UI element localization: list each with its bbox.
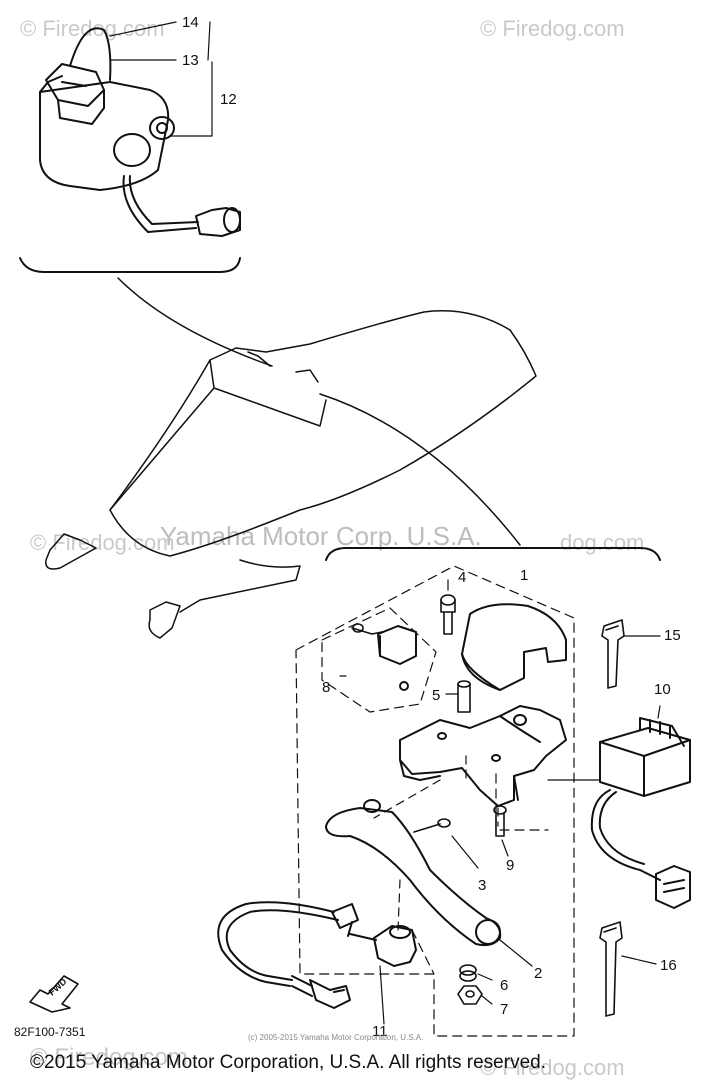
small-copyright: (c) 2005-2015 Yamaha Motor Corporation, … [248,1033,423,1042]
callout-4: 4 [458,569,466,586]
callout-16: 16 [660,957,677,974]
diagram-code: 82F100-7351 [14,1025,86,1039]
leader-3 [451,835,479,869]
callout-5: 5 [432,687,440,704]
leader-2 [499,939,533,967]
throttle-housing [399,705,567,807]
leader-10 [657,705,661,719]
callout-8: 8 [322,679,330,696]
fwd-arrow-icon [29,975,79,1013]
callout-7: 7 [500,1001,508,1018]
callout-12: 12 [220,91,237,108]
leader-9 [501,839,509,857]
cable-tie-part-16 [599,921,623,1017]
screw-part-8 [351,623,383,635]
leader-lines-12-14 [109,21,213,137]
dashed-connectors [373,755,499,931]
callout-3: 3 [478,877,486,894]
throttle-sensor-part-11 [217,901,417,1009]
callout-11: 11 [372,1023,388,1040]
throttle-assembly-dashed-outline [295,565,575,1037]
spacer-part-5 [457,680,471,713]
watermark-bottom-right: © Firedog.com [480,1055,625,1080]
bolt-part-9 [493,805,507,837]
callout-15: 15 [664,627,681,644]
watermark-bottom-left: © Firedog.com [30,1044,188,1071]
fwd-label: FWD [47,976,69,997]
relay-part-10 [590,717,691,909]
leader-11 [379,965,385,1025]
nut-part-7 [457,985,483,1005]
throttle-group-bracket [325,547,661,561]
throttle-lever-part-2 [325,799,502,947]
inset-connector-top [117,277,273,367]
leader-6 [477,973,493,981]
callout-9: 9 [506,857,514,874]
callout-2: 2 [534,965,542,982]
snowmobile-outline [45,310,537,639]
callout-6: 6 [500,977,508,994]
callout-1: 1 [520,567,528,584]
callout-14: 14 [182,14,199,31]
callout-10: 10 [654,681,671,698]
cable-tie-part-15 [601,619,625,689]
watermark-top-right: © Firedog.com [480,16,625,41]
watermark-mid-left: © Firedog.com [30,530,175,555]
callout-13: 13 [182,52,199,69]
nut-part-8 [399,681,409,691]
washer-part-6 [459,964,477,982]
watermark-mid-center: Yamaha Motor Corp. U.S.A. [160,521,482,551]
control-box-inset [19,27,241,273]
leader-7 [481,995,493,1005]
throttle-cover [461,603,567,691]
bolt-part-4 [440,594,456,635]
copyright-notice: ©2015 Yamaha Motor Corporation, U.S.A. A… [30,1052,546,1073]
watermark-mid-right: dog.com [560,530,644,555]
block-part-8 [377,625,417,665]
inset-connector-bottom [319,393,521,546]
screw-part-3 [413,818,451,833]
leader-16 [621,955,657,965]
